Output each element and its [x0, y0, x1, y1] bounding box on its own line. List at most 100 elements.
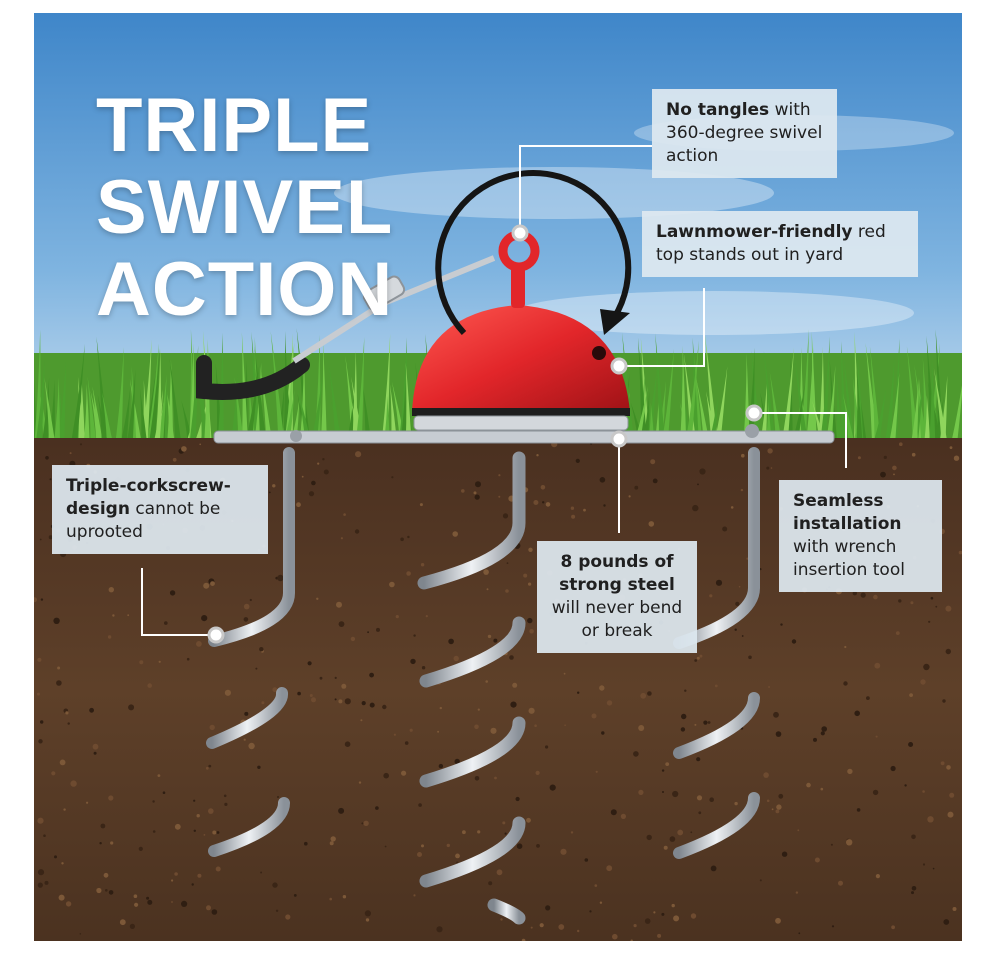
soil-speck — [542, 501, 545, 504]
soil-speck — [628, 495, 631, 498]
grass-blade — [680, 345, 687, 443]
soil-speck — [536, 844, 540, 848]
grass-blade — [217, 332, 224, 443]
swivel-arrow-head — [600, 309, 630, 335]
soil-speck — [37, 692, 40, 696]
soil-speck — [844, 645, 847, 649]
grass-blade — [763, 351, 776, 443]
soil-speck — [395, 615, 399, 619]
soil-speck — [171, 879, 174, 882]
grass-blade — [696, 379, 710, 443]
soil-speck — [211, 909, 218, 915]
soil-speck — [690, 831, 693, 834]
grass-blade — [53, 377, 60, 443]
soil-speck — [421, 666, 426, 670]
soil-speck — [40, 598, 44, 601]
callout-text: red top stands out in yard — [656, 222, 886, 265]
soil-speck — [43, 834, 46, 837]
soil-speck — [949, 446, 953, 449]
soil-speck — [504, 832, 507, 835]
soil-speck — [831, 925, 835, 928]
soil-speck — [37, 882, 43, 888]
soil-speck — [766, 799, 770, 803]
soil-speck — [536, 454, 539, 457]
soil-speck — [528, 707, 535, 714]
grass-blade — [83, 383, 90, 443]
grass-blade — [939, 375, 948, 443]
soil-speck — [703, 720, 708, 725]
soil-speck — [696, 656, 700, 660]
soil-speck — [193, 829, 196, 832]
soil-speck — [53, 617, 60, 624]
soil-speck — [661, 912, 665, 916]
soil-speck — [206, 905, 211, 911]
soil-speck — [45, 456, 49, 460]
soil-speck — [96, 887, 102, 894]
soil-speck — [847, 768, 853, 775]
soil-speck — [640, 692, 647, 699]
soil-speck — [770, 467, 773, 469]
soil-speck — [360, 719, 363, 722]
soil-speck — [358, 781, 362, 784]
soil-speck — [37, 869, 45, 876]
soil-speck — [771, 808, 774, 811]
soil-speck — [452, 531, 459, 537]
soil-speck — [147, 899, 153, 905]
soil-speck — [330, 836, 336, 842]
soil-speck — [768, 686, 771, 688]
soil-speck — [748, 655, 752, 660]
grass-blade — [869, 346, 881, 443]
soil-speck — [322, 458, 325, 461]
soil-speck — [673, 915, 680, 922]
soil-speck — [558, 924, 565, 930]
soil-speck — [633, 751, 639, 757]
soil-speck — [79, 443, 83, 446]
soil-speck — [49, 478, 52, 481]
soil-speck — [413, 894, 416, 897]
soil-speck — [367, 631, 369, 634]
soil-speck — [224, 802, 228, 807]
soil-speck — [776, 804, 782, 810]
soil-speck — [421, 844, 424, 848]
soil-speck — [311, 480, 316, 486]
soil-speck — [272, 484, 276, 488]
soil-speck — [734, 801, 738, 806]
soil-speck — [911, 886, 917, 891]
grass-blade — [714, 366, 728, 443]
grass-blade — [41, 377, 50, 443]
soil-speck — [350, 636, 356, 642]
soil-speck — [201, 615, 208, 622]
soil-speck — [260, 871, 263, 874]
soil-speck — [418, 803, 422, 807]
soil-speck — [672, 790, 679, 798]
grass-blade — [820, 336, 830, 443]
soil-speck — [814, 857, 820, 863]
plate-bolt — [745, 424, 759, 438]
soil-speck — [65, 901, 72, 907]
soil-speck — [857, 456, 861, 460]
red-cap — [412, 305, 630, 413]
soil-speck — [909, 693, 913, 697]
soil-speck — [37, 817, 44, 824]
soil-speck — [741, 453, 745, 458]
soil-speck — [734, 628, 737, 631]
leash-strap — [196, 355, 310, 400]
soil-speck — [958, 550, 962, 555]
grass-blade — [48, 379, 55, 443]
soil-speck — [69, 452, 72, 455]
grass-blade — [102, 392, 113, 443]
soil-speck — [696, 757, 701, 762]
soil-speck — [595, 770, 598, 773]
grass-blade — [405, 362, 412, 443]
soil-speck — [549, 784, 556, 791]
soil-speck — [671, 903, 675, 908]
soil-speck — [401, 770, 407, 776]
soil-speck — [215, 866, 221, 872]
headline-line: SWIVEL — [96, 165, 394, 250]
grass-blade — [355, 336, 365, 443]
soil-speck — [510, 701, 517, 708]
soil-speck — [474, 724, 479, 730]
soil-speck — [344, 698, 351, 705]
soil-speck — [646, 834, 652, 841]
grass-blade — [230, 373, 238, 443]
